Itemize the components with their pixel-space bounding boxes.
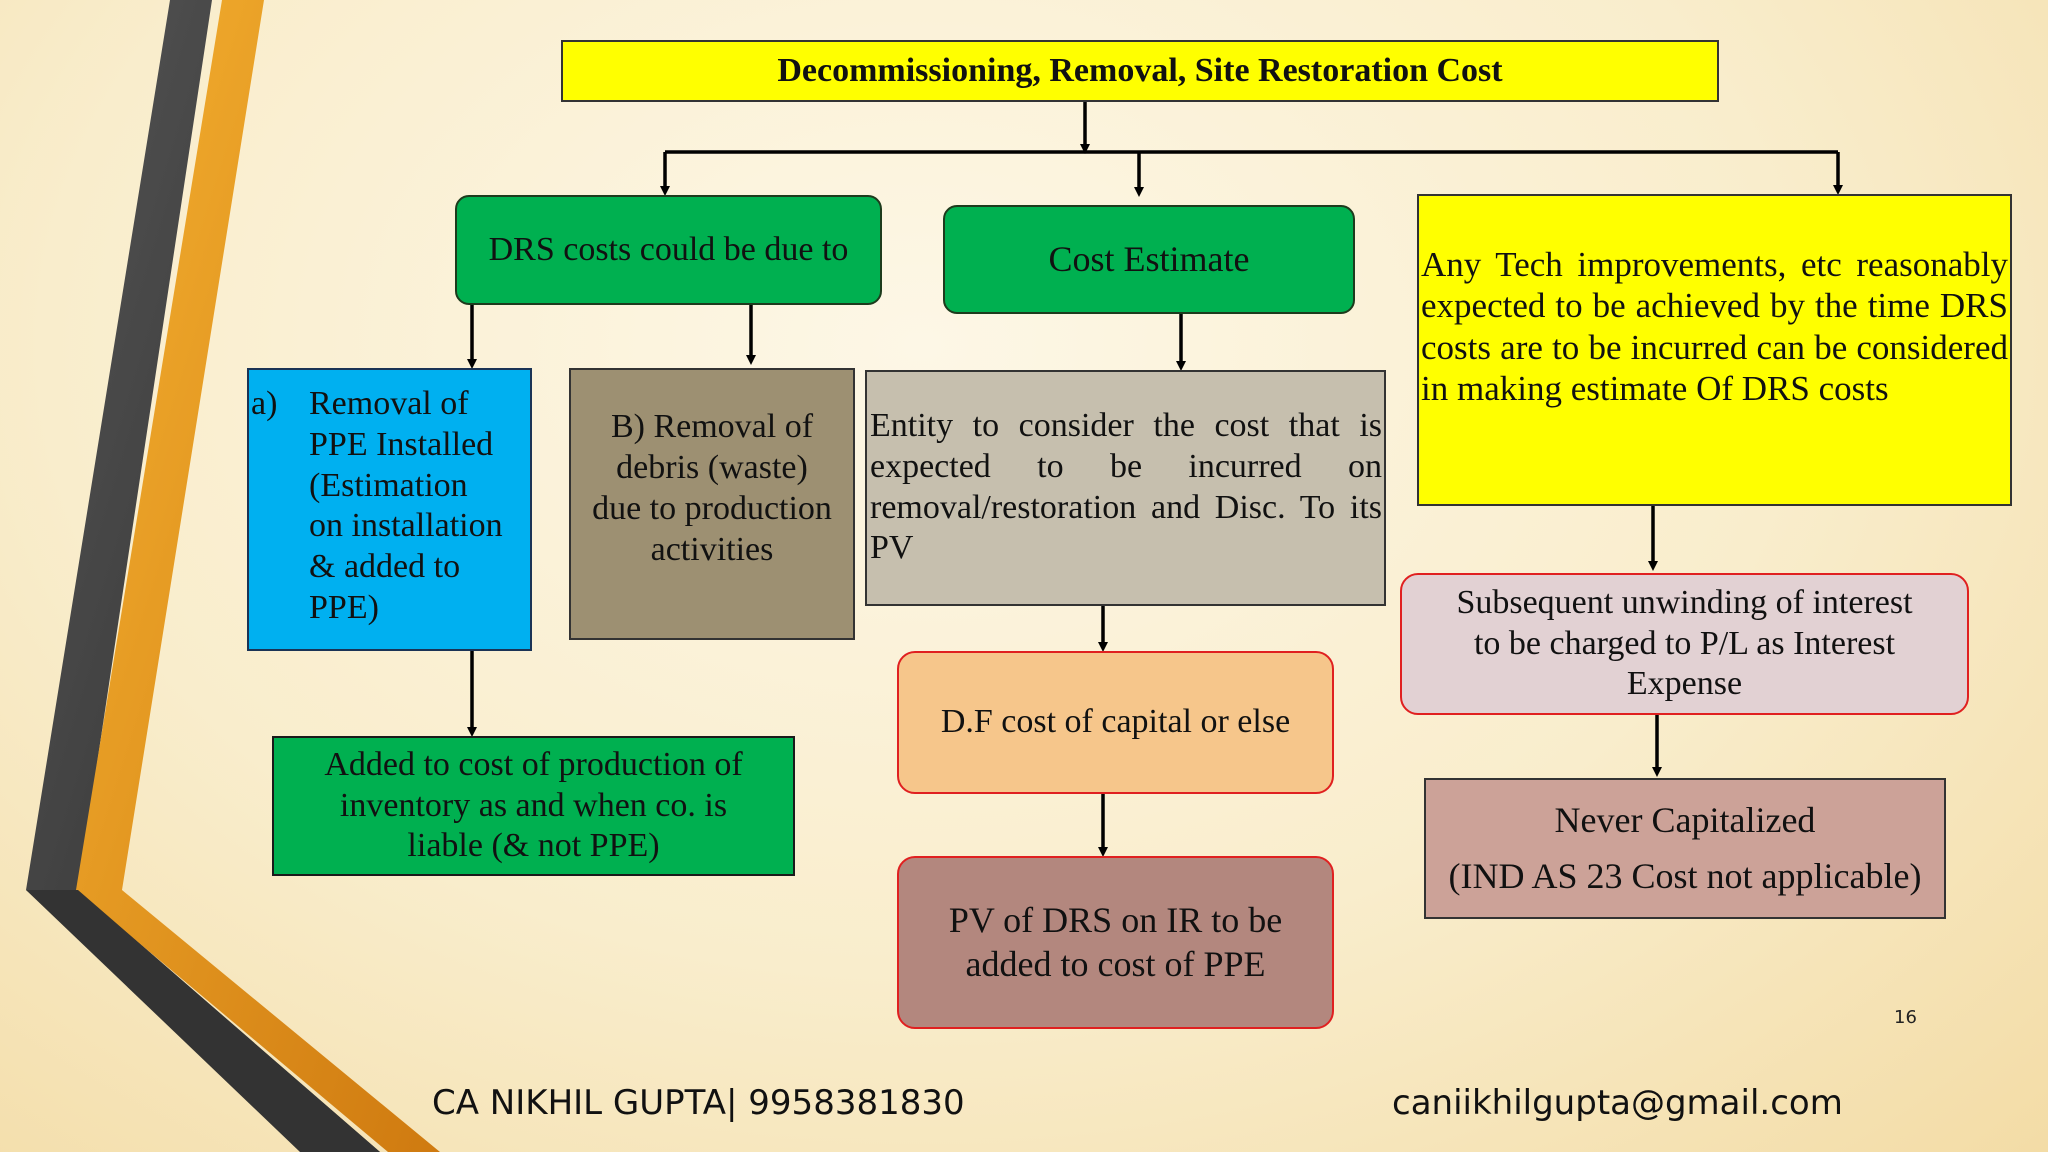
never-capitalized-line: Never Capitalized (1554, 799, 1816, 840)
drs-costs-due-box: DRS costs could be due to (455, 195, 882, 305)
inventory-cost-box: Added to cost of production of inventory… (272, 736, 795, 876)
removal-ppe-line: PPE Installed (309, 425, 494, 463)
df-cost-box: D.F cost of capital or else (897, 651, 1334, 794)
removal-debris-line: due to production (592, 490, 832, 527)
df-cost-text: D.F cost of capital or else (940, 703, 1291, 741)
tech-improvements-box: Any Tech improvements, etc reasonably ex… (1417, 194, 2012, 506)
removal-debris-line: activities (650, 530, 774, 568)
removal-ppe-text: Removal of PPE Installed (Estimation on … (309, 384, 526, 629)
unwinding-interest-box: Subsequent unwinding of interest to be c… (1400, 573, 1969, 715)
inventory-cost-line: inventory as and when co. is (339, 786, 728, 824)
inventory-cost-line: liable (& not PPE) (407, 827, 660, 865)
removal-ppe-line: & added to (309, 548, 461, 586)
entity-consider-text: Entity to consider the cost that is expe… (870, 407, 1382, 567)
inventory-cost-text: Added to cost of production of inventory… (324, 745, 742, 867)
dark-stripe-shape (26, 0, 380, 1152)
never-capitalized-line: (IND AS 23 Cost not applicable) (1448, 855, 1922, 896)
pv-drs-line: PV of DRS on IR to be (948, 900, 1283, 941)
unwinding-interest-line: Expense (1626, 665, 1743, 703)
footer-author: CA NIKHIL GUPTA| 9958381830 (432, 1083, 965, 1123)
pv-drs-line: added to cost of PPE (965, 943, 1266, 984)
cost-estimate-text: Cost Estimate (1048, 238, 1250, 279)
drs-costs-due-text: DRS costs could be due to (488, 230, 849, 268)
title-box: Decommissioning, Removal, Site Restorati… (561, 40, 1719, 102)
cost-estimate-box: Cost Estimate (943, 205, 1355, 314)
removal-ppe-marker: a) (251, 385, 278, 422)
never-capitalized-text: Never Capitalized (IND AS 23 Cost not ap… (1449, 793, 1922, 905)
removal-ppe-line: Removal of (309, 385, 469, 422)
slide-title: Decommissioning, Removal, Site Restorati… (777, 51, 1503, 89)
tech-improvements-text: Any Tech improvements, etc reasonably ex… (1421, 245, 2008, 408)
orange-stripe-shape (76, 0, 440, 1152)
removal-debris-line: debris (waste) (616, 449, 808, 487)
removal-ppe-line: PPE) (309, 588, 379, 626)
removal-ppe-line: on installation (309, 507, 503, 545)
dark-stripe-lower-shape (26, 890, 380, 1152)
removal-debris-text: B) Removal of debris (waste) due to prod… (592, 407, 832, 570)
removal-ppe-box: a) Removal of PPE Installed (Estimation … (247, 368, 532, 651)
unwinding-interest-line: Subsequent unwinding of interest (1456, 583, 1913, 621)
pv-drs-text: PV of DRS on IR to be added to cost of P… (949, 899, 1282, 985)
never-capitalized-box: Never Capitalized (IND AS 23 Cost not ap… (1424, 778, 1946, 919)
footer-email: caniikhilgupta@gmail.com (1392, 1083, 1843, 1123)
unwinding-interest-text: Subsequent unwinding of interest to be c… (1456, 583, 1912, 705)
removal-debris-line: B) Removal of (610, 408, 814, 446)
page-number: 16 (1894, 1007, 1917, 1028)
unwinding-interest-line: to be charged to P/L as Interest (1473, 624, 1896, 662)
pv-drs-box: PV of DRS on IR to be added to cost of P… (897, 856, 1334, 1029)
removal-debris-box: B) Removal of debris (waste) due to prod… (569, 368, 855, 640)
entity-consider-box: Entity to consider the cost that is expe… (865, 370, 1386, 606)
inventory-cost-line: Added to cost of production of (324, 745, 743, 783)
removal-ppe-line: (Estimation (309, 466, 468, 504)
